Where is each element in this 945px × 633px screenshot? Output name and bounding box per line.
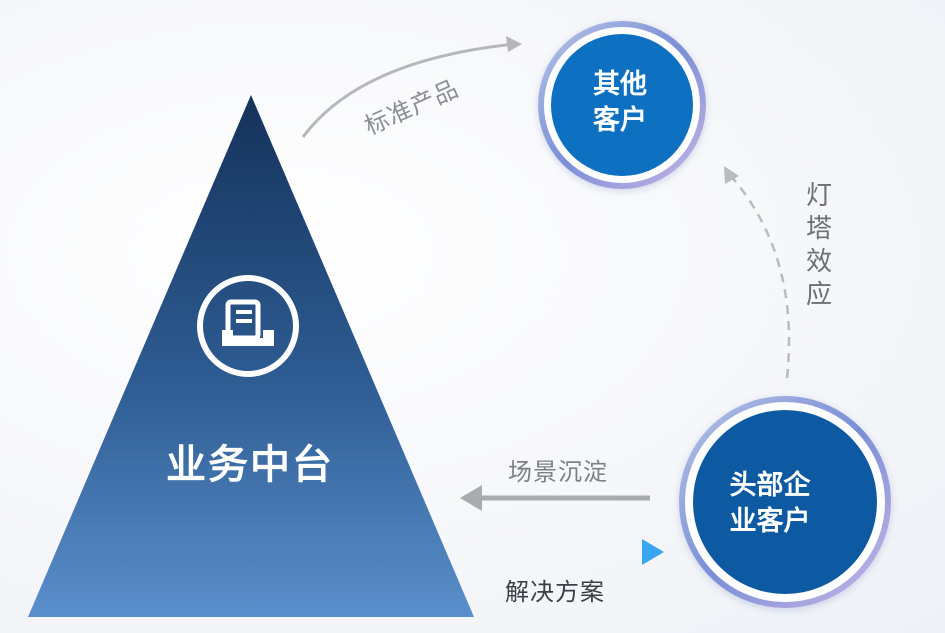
scene-deposit-label: 场景沉淀 bbox=[508, 458, 608, 486]
head-customers-line2: 业客户 bbox=[729, 506, 811, 537]
solution-arrow bbox=[360, 539, 664, 565]
head-customers-node bbox=[679, 396, 891, 608]
other-customers-label: 其他 客户 bbox=[560, 67, 680, 139]
other-customers-line1: 其他 bbox=[593, 69, 647, 100]
head-customers-label: 头部企 业客户 bbox=[700, 468, 840, 540]
document-tray-icon bbox=[197, 275, 299, 377]
business-platform-title: 业务中台 bbox=[166, 442, 334, 488]
lighthouse-effect-label: 灯塔效应 bbox=[805, 181, 832, 310]
scene-deposit-arrow bbox=[460, 485, 650, 511]
other-customers-line2: 客户 bbox=[593, 105, 647, 136]
triangle-shape bbox=[28, 95, 474, 617]
solution-label: 解决方案 bbox=[505, 578, 605, 606]
lighthouse-effect-arrow bbox=[724, 166, 791, 379]
standard-product-arrow bbox=[301, 36, 522, 138]
head-customers-line1: 头部企 bbox=[729, 470, 811, 501]
other-customers-node bbox=[538, 21, 706, 189]
